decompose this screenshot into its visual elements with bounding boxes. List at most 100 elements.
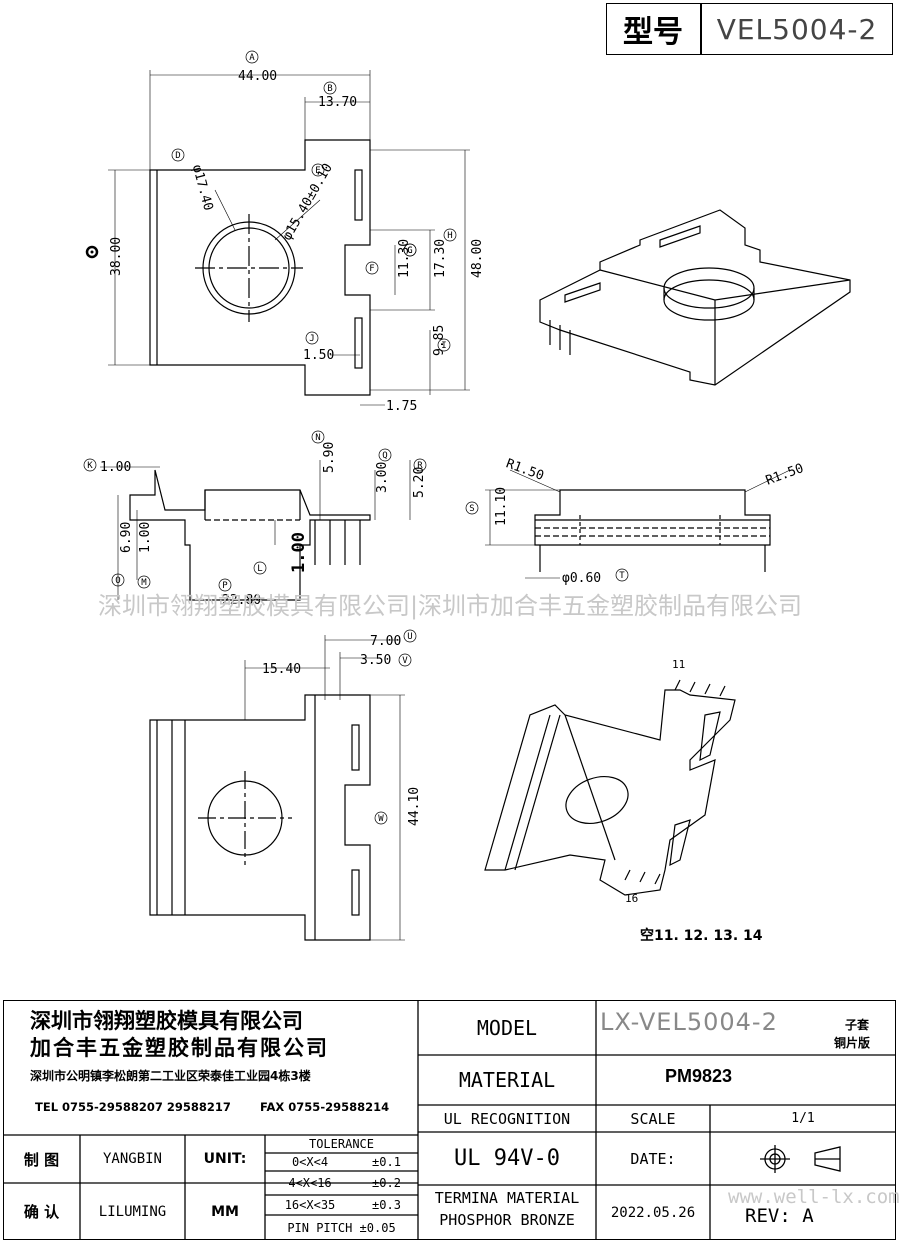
balloon-e-icon: E — [311, 163, 325, 177]
svg-text:J: J — [309, 334, 314, 344]
dim-1540: 15.40 — [262, 662, 301, 677]
dim-g: 17.30 — [433, 239, 448, 278]
title-block — [3, 1000, 896, 1240]
company-name-2: 加合丰五金塑胶制品有限公司 — [30, 1036, 329, 1060]
dim-o: 6.90 — [119, 522, 134, 553]
header-divider — [700, 3, 702, 55]
balloon-u-icon: U — [403, 629, 417, 643]
tolerance-range-2: 4<X<16 — [288, 1176, 332, 1190]
dim-c: 38.00 — [109, 237, 124, 276]
iso-pin-top: 11 — [672, 658, 685, 671]
svg-text:P: P — [222, 581, 228, 591]
svg-text:I: I — [441, 341, 446, 351]
svg-text:M: M — [141, 578, 147, 588]
web-watermark: www.well-lx.com — [728, 1186, 900, 1208]
balloon-s-icon: S — [465, 501, 479, 515]
svg-text:K: K — [87, 461, 93, 471]
dim-h: 48.00 — [470, 239, 485, 278]
tolerance-range-3: 16<X<35 — [284, 1198, 336, 1212]
dim-p: 22.80 — [222, 593, 261, 608]
model-note-2: 铜片版 — [834, 1036, 871, 1050]
svg-text:L: L — [257, 564, 262, 574]
model-label: MODEL — [476, 1015, 538, 1040]
technical-drawing: 44.00 13.70 φ17.40 φ15.40±0.10 38.00 11.… — [83, 50, 851, 944]
drawn-by: YANGBIN — [102, 1151, 162, 1167]
checked-label: 确 认 — [23, 1203, 60, 1221]
revision: REV: A — [745, 1205, 814, 1227]
balloon-h-icon: H — [443, 228, 457, 242]
svg-text:S: S — [469, 504, 474, 514]
tolerance-value-1: ±0.1 — [372, 1155, 401, 1169]
scale-value: 1/1 — [791, 1111, 815, 1126]
dim-v: 3.50 — [360, 653, 391, 668]
balloon-d-icon: D — [171, 148, 185, 162]
material-label: MATERIAL — [458, 1068, 556, 1092]
scale-label: SCALE — [630, 1109, 676, 1128]
balloon-i-icon: I — [437, 338, 451, 352]
company-tel: TEL 0755-29588207 29588217 — [35, 1100, 231, 1114]
svg-text:F: F — [369, 264, 374, 274]
material-value: PM9823 — [665, 1066, 733, 1086]
svg-text:G: G — [407, 246, 412, 256]
balloon-r-icon: R — [413, 458, 427, 472]
pin-pitch: PIN PITCH ±0.05 — [287, 1220, 396, 1235]
svg-text:W: W — [378, 814, 384, 824]
drawn-label: 制 图 — [23, 1150, 60, 1169]
tolerance-title: TOLERANCE — [308, 1137, 375, 1151]
critical-marker-icon — [85, 245, 99, 259]
ul-label: UL RECOGNITION — [443, 1109, 571, 1128]
bottom-view-outline — [149, 694, 371, 941]
dim-f: 11.30 — [397, 239, 412, 278]
balloon-n-icon: N — [311, 430, 325, 444]
balloon-m-icon: M — [137, 575, 151, 589]
iso-view-bottom — [484, 679, 736, 896]
svg-text:T: T — [619, 571, 625, 581]
balloon-w-icon: W — [374, 811, 388, 825]
balloon-t-icon: T — [615, 568, 629, 582]
dim-q: 3.00 — [375, 462, 390, 493]
balloon-a-icon: A — [245, 50, 259, 64]
balloon-v-icon: V — [398, 653, 412, 667]
svg-text:C: C — [407, 246, 412, 256]
dim-n: 5.90 — [322, 442, 337, 473]
header-box — [606, 3, 893, 55]
header-model-value: VEL5004-2 — [716, 12, 878, 46]
iso-note: 空11. 12. 13. 14 — [640, 927, 763, 944]
iso-pin-bottom: 16 — [625, 892, 638, 905]
balloon-o-icon: O — [111, 573, 125, 587]
svg-text:R: R — [417, 461, 423, 471]
tolerance-value-3: ±0.3 — [372, 1198, 401, 1212]
dim-t: φ0.60 — [562, 571, 601, 586]
dim-s: 11.10 — [494, 487, 509, 526]
unit-label: UNIT: — [203, 1151, 247, 1167]
balloon-p-icon: P — [218, 578, 232, 592]
dim-i: 9.85 — [432, 325, 447, 356]
header-model-label: 型号 — [623, 15, 683, 50]
dim-a: 44.00 — [238, 69, 277, 84]
tolerance-range-1: 0<X<4 — [291, 1155, 329, 1169]
balloon-f-icon: F — [365, 261, 379, 275]
date-value: 2022.05.26 — [610, 1204, 696, 1221]
svg-text:A: A — [249, 53, 255, 63]
balloon-g-icon: G — [403, 243, 417, 257]
svg-text:V: V — [402, 656, 408, 666]
dim-k: 1.00 — [100, 460, 131, 475]
termina-label-1: TERMINA MATERIAL — [434, 1189, 580, 1207]
svg-text:D: D — [175, 151, 180, 161]
tolerance-value-2: ±0.2 — [372, 1176, 401, 1190]
end-view-outline — [534, 489, 771, 546]
dim-b: 13.70 — [318, 95, 357, 110]
watermark-text: 深圳市翎翔塑胶模具有限公司|深圳市加合丰五金塑胶制品有限公司 — [97, 592, 803, 620]
svg-text:O: O — [115, 576, 120, 586]
balloon-l-icon: L — [253, 561, 267, 575]
balloon-j-icon: J — [305, 331, 319, 345]
svg-text:U: U — [407, 632, 412, 642]
dim-r: 5.20 — [412, 467, 427, 498]
date-label: DATE: — [630, 1149, 676, 1168]
svg-text:B: B — [327, 84, 332, 94]
company-fax: FAX 0755-29588214 — [260, 1100, 390, 1114]
dim-l: 1.00 — [289, 532, 309, 573]
model-note-1: 子套 — [845, 1018, 870, 1032]
dim-m: 1.00 — [138, 522, 153, 553]
